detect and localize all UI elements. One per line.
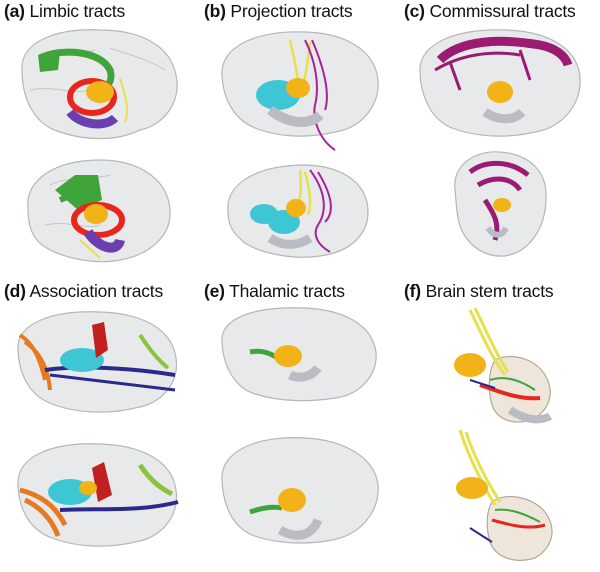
panel-brain-stem: (f) Brain stem tracts xyxy=(400,280,600,566)
panel-label-association: (d) Association tracts xyxy=(4,281,163,301)
limbic-brain-top xyxy=(21,29,178,140)
brain-stem-figure xyxy=(454,307,553,561)
thalamic-brain-bottom xyxy=(221,437,379,544)
panel-label-commissural: (c) Commissural tracts xyxy=(404,1,576,21)
commissural-brain-figure xyxy=(419,29,581,257)
panel-label-projection: (b) Projection tracts xyxy=(204,1,353,21)
brain-stem-bottom xyxy=(456,429,553,561)
projection-brain-top xyxy=(221,31,379,151)
thalamic-brain-figure xyxy=(221,307,379,544)
association-brain-figure xyxy=(17,311,179,547)
projection-brain-bottom xyxy=(227,164,369,258)
limbic-brain-bottom xyxy=(27,159,171,263)
association-brain-top xyxy=(17,311,178,413)
brain-stem-top xyxy=(454,307,553,424)
projection-brain-figure xyxy=(221,31,379,258)
panel-label-brain-stem: (f) Brain stem tracts xyxy=(404,281,554,301)
panel-commissural: (c) Commissural tracts xyxy=(400,0,600,286)
panel-association: (d) Association tracts xyxy=(0,280,200,566)
panel-label-limbic: (a) Limbic tracts xyxy=(4,1,126,21)
panel-thalamic: (e) Thalamic tracts xyxy=(200,280,400,566)
commissural-brain-top xyxy=(419,29,581,137)
panel-projection: (b) Projection tracts xyxy=(200,0,400,286)
panel-label-thalamic: (e) Thalamic tracts xyxy=(204,281,345,301)
panel-limbic: (a) Limbic tracts xyxy=(0,0,200,286)
commissural-brain-bottom xyxy=(454,151,547,257)
association-brain-bottom xyxy=(17,443,179,547)
limbic-brain-figure xyxy=(21,29,178,263)
thalamic-brain-top xyxy=(221,307,377,402)
